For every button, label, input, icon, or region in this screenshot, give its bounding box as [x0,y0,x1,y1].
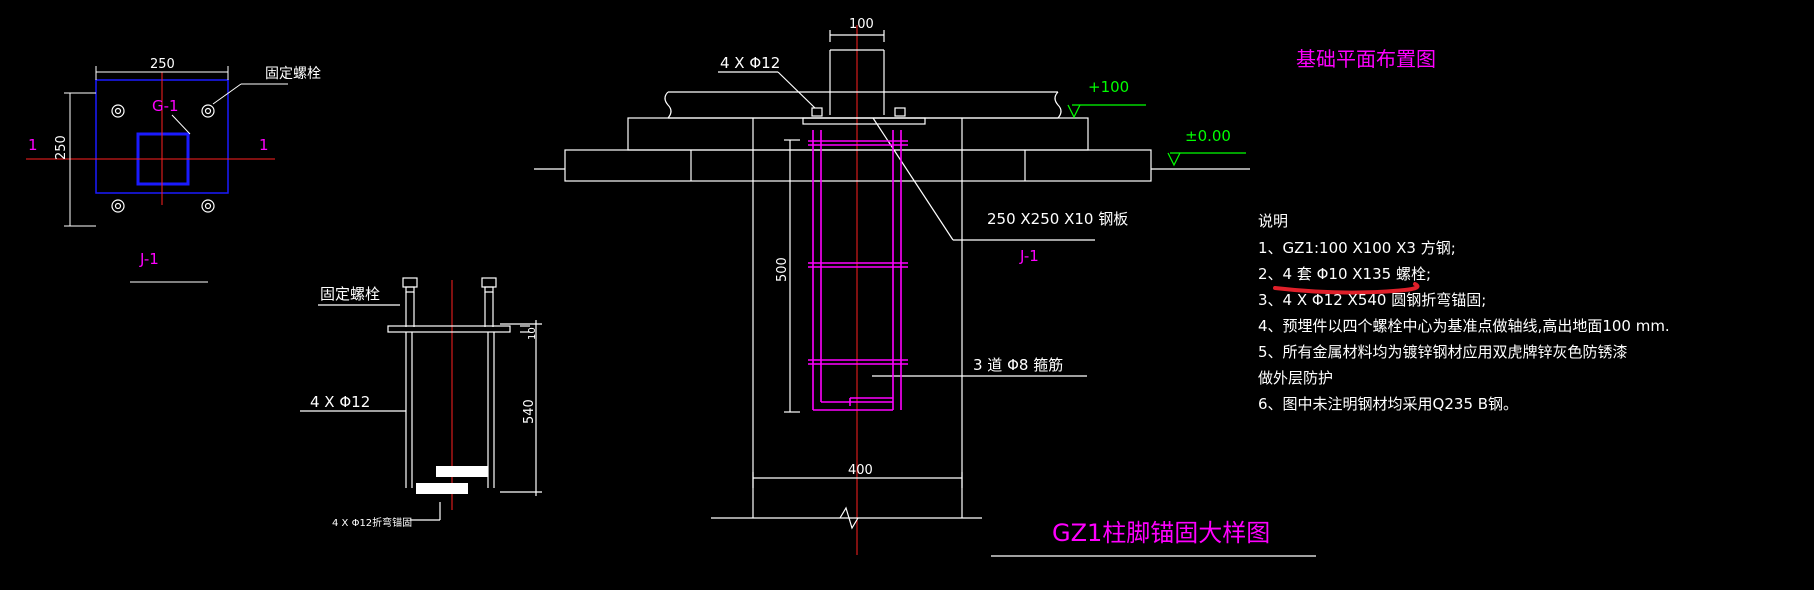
plan-plate-label: G-1 [152,97,179,115]
plan-title: J-1 [139,250,159,268]
elevation-zero-label: ±0.00 [1185,127,1231,145]
column-width-dim: 100 [849,17,874,32]
note-item: 1、GZ1:100 X100 X3 方钢; [1258,239,1456,257]
anchor-bend-2 [416,483,468,494]
detail-plate-dim: 10 [527,327,538,340]
layout-title: 基础平面布置图 [1296,47,1436,71]
section-title: GZ1柱脚锚固大样图 [1052,519,1270,547]
note-item: 6、图中未注明钢材均采用Q235 B钢。 [1258,395,1518,413]
note-item: 做外层防护 [1258,369,1333,387]
detail-bolt-label: 固定螺栓 [320,285,380,303]
plan-bolt-label: 固定螺栓 [265,66,321,82]
section-mark-left: 1 [28,136,38,154]
section-width-dim: 400 [848,463,873,478]
notes-block: 说明 1、GZ1:100 X100 X3 方钢; 2、4 套 Φ10 X135 … [1258,212,1670,413]
highlight-underline [1273,282,1420,295]
plan-height-dim: 250 [54,135,69,160]
section-plate-ref: J-1 [1019,247,1039,265]
section-mark-right: 1 [259,136,269,154]
notes-heading: 说明 [1258,212,1288,230]
anchor-bend-1 [436,466,488,477]
note-item: 4、预埋件以四个螺栓中心为基准点做轴线,高出地面100 mm. [1258,317,1670,335]
note-item: 2、4 套 Φ10 X135 螺栓; [1258,265,1431,283]
stirrup-label: 3 道 Φ8 箍筋 [973,356,1063,374]
rebar-cage [808,130,908,411]
section-height-dim: 500 [775,257,790,282]
detail-rebar-label: 4 X Φ12 [310,393,370,411]
section-rebar-label: 4 X Φ12 [720,54,780,72]
detail-depth-dim: 540 [522,399,537,424]
note-item: 3、4 X Φ12 X540 圆钢折弯锚固; [1258,291,1486,309]
plan-view: 250 250 固定螺栓 G-1 1 1 J-1 [26,57,321,283]
bolt-detail: 固定螺栓 4 X Φ12 540 10 4 X Φ12折弯锚固 [300,277,542,529]
note-item: 5、所有金属材料均为镀锌钢材应用双虎牌锌灰色防锈漆 [1258,343,1628,361]
plan-width-dim: 250 [150,57,175,72]
section-view: 100 4 X Φ12 250 X250 X10 钢板 J-1 500 3 道 … [534,17,1316,557]
detail-anchor-label: 4 X Φ12折弯锚固 [332,516,412,529]
section-plate-label: 250 X250 X10 钢板 [987,210,1128,228]
elevation-top-label: +100 [1088,78,1129,96]
anchor-bolt-icons [111,104,215,213]
